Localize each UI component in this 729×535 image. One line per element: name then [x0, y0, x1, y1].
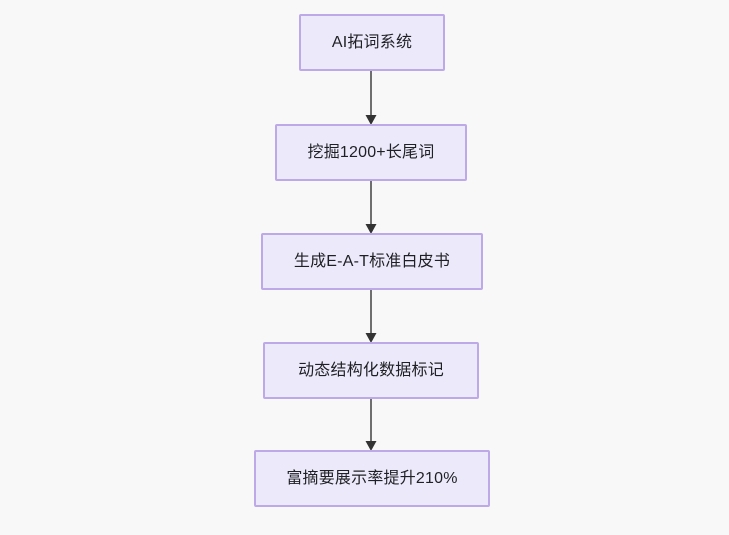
edge-n1-to-n2 — [359, 71, 383, 131]
flow-node-label: 动态结构化数据标记 — [298, 361, 444, 379]
flow-node-mine-longtail-keywords[interactable]: 挖掘1200+长尾词 — [275, 124, 467, 181]
flow-node-dynamic-structured-data-markup[interactable]: 动态结构化数据标记 — [263, 342, 479, 399]
flow-node-label: 富摘要展示率提升210% — [286, 469, 458, 487]
flow-node-label: 挖掘1200+长尾词 — [307, 143, 435, 161]
edge-n2-to-n3 — [359, 181, 383, 241]
flow-node-generate-eat-whitepaper[interactable]: 生成E-A-T标准白皮书 — [261, 233, 483, 290]
flow-node-label: AI拓词系统 — [331, 33, 413, 51]
flow-node-label: 生成E-A-T标准白皮书 — [293, 252, 451, 270]
edge-n3-to-n4 — [359, 290, 383, 350]
flow-node-ai-keyword-system[interactable]: AI拓词系统 — [299, 14, 445, 71]
flow-node-rich-snippet-impression-lift[interactable]: 富摘要展示率提升210% — [254, 450, 490, 507]
